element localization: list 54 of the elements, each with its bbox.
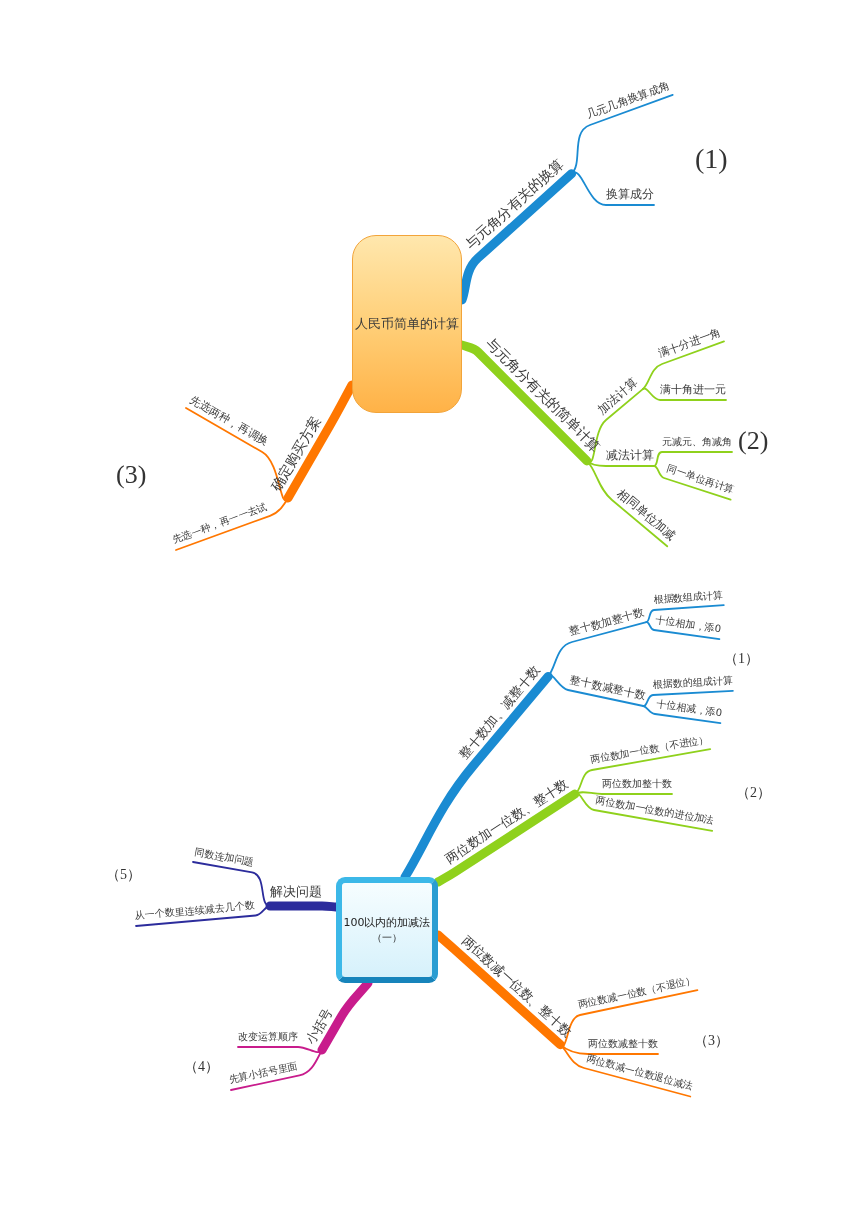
subtitle-text: （一） (372, 930, 402, 944)
section-number: (1) (695, 145, 728, 173)
section-number: （4） (184, 1060, 219, 1074)
title-text: 100以内的加减法 (343, 916, 431, 931)
leaf-label: 十位相加，添0 (654, 614, 722, 639)
branch-line (641, 340, 725, 390)
branch-label: 与元角分有关的换算 (462, 155, 572, 258)
section-number: (3) (116, 462, 147, 488)
section-number: (2) (738, 428, 769, 454)
leaf-label: 满十角进一元 (660, 383, 726, 400)
branch-line (175, 497, 289, 551)
branch-line (645, 621, 721, 641)
branch-line (642, 705, 722, 725)
leaf-label: 整十数加整十数 (567, 605, 647, 642)
leaf-label: 减法计算 (606, 448, 654, 466)
leaf-label: 几元几角换算成角 (584, 78, 673, 125)
leaf-label: 两位数加整十数 (602, 778, 672, 794)
leaf-label: 改变运算顺序 (238, 1031, 298, 1047)
section-number: （3） (694, 1034, 729, 1048)
leaf-label: 元减元、角减角 (662, 436, 732, 452)
leaf-label: 整十数减整十数 (568, 673, 647, 706)
branch-line (586, 460, 655, 467)
section-number: （5） (106, 868, 141, 882)
leaf-label: 换算成分 (606, 187, 654, 205)
topic-box: 人民币简单的计算 (352, 235, 462, 413)
leaf-label: 两位数加一位数的进位加法 (594, 794, 715, 831)
leaf-label: 两位数减一位数退位减法 (584, 1052, 695, 1096)
branch-label: 解决问题 (270, 884, 322, 907)
branch-line (653, 451, 733, 467)
leaf-label: 两位数减整十数 (588, 1038, 658, 1054)
branch-line (433, 789, 580, 887)
leaf-label: 根据数的组成计算 (652, 674, 733, 695)
branch-line (653, 465, 732, 501)
branch-line (641, 387, 727, 401)
branch-label: 两位数加一位数、整十数 (442, 775, 575, 873)
leaf-label: 两位数加一位数（不进位） (589, 733, 711, 770)
leaf-label: 从一个数里连续减去几个数 (134, 899, 256, 926)
leaf-label: 加法计算 (594, 375, 643, 420)
section-number: （2） (736, 786, 771, 800)
leaf-label: 十位相减，添0 (655, 698, 723, 723)
topic-box (336, 877, 438, 983)
leaf-label: 先选一种，再一一去试 (170, 500, 270, 550)
leaf-label: 满十分进一角 (656, 325, 724, 364)
section-number: （1） (724, 652, 759, 666)
branch-label: 整十数加、减整十数 (455, 662, 549, 767)
branch-line (574, 748, 712, 795)
leaf-label: 同数连加问题 (193, 846, 255, 872)
branch-line (645, 604, 725, 623)
branch-label: 小括号 (302, 1005, 342, 1051)
branch-label: 两位数减一位数、整十数 (454, 932, 576, 1045)
leaf-label: 两位数减一位数（不退位） (576, 974, 698, 1015)
leaf-label: 根据数组成计算 (652, 589, 724, 610)
branch-line (642, 689, 734, 707)
leaf-label: 先算小括号里面 (227, 1059, 300, 1090)
